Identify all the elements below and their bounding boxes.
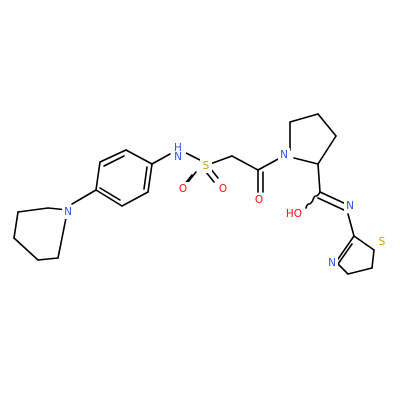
- atom-label-sulfonyl-o2: O: [219, 183, 227, 195]
- sulfonamide-linker: [151, 151, 233, 186]
- atom-label-thiazole-n: N: [328, 257, 336, 269]
- atom-label-sulfonyl-o1: O: [179, 183, 187, 195]
- atom-label-pyrrolidine-n: N: [280, 149, 288, 161]
- atom-label-piperidine-n: N: [64, 206, 72, 218]
- amidine-group: [305, 163, 347, 211]
- piperidine-ring: [13, 207, 69, 261]
- atom-label-hydroxyl: HO: [286, 208, 302, 220]
- atom-label-ketone-o: O: [255, 194, 263, 206]
- atom-label-nh-n: N: [174, 151, 182, 163]
- atom-label-nh-h: H: [174, 142, 182, 154]
- keto-acyl: [231, 155, 281, 193]
- pyrrolidine-ring: [289, 113, 337, 165]
- phenyl-ring: [71, 149, 153, 207]
- thiazole-ring: [335, 213, 375, 275]
- atom-label-imine-n: N: [346, 200, 354, 212]
- atom-label-thiazole-s: S: [379, 236, 386, 248]
- atom-labels: H N S O O O N HO N N N S: [62, 141, 388, 270]
- atom-label-sulfonyl-s: S: [203, 160, 210, 172]
